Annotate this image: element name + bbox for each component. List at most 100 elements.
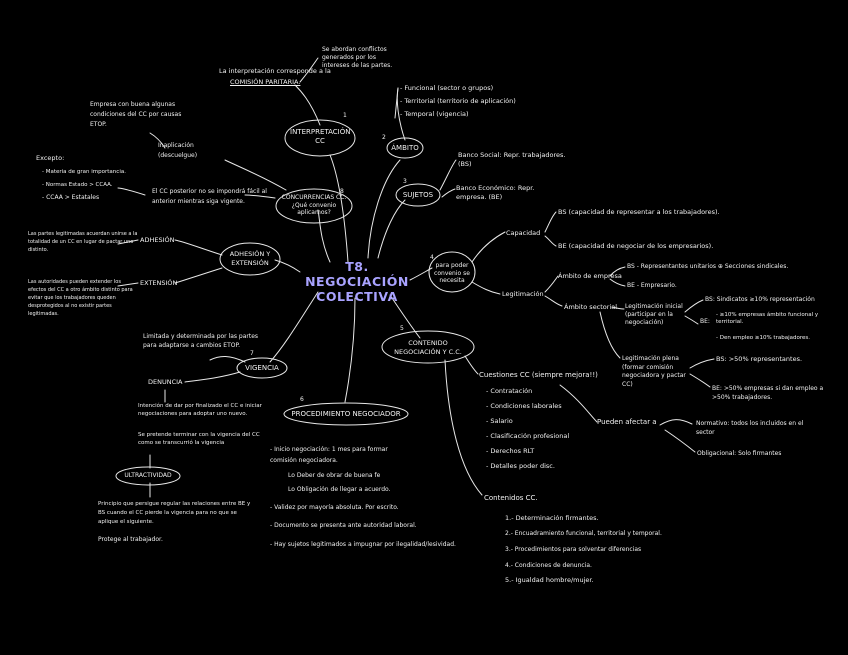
vig-intencion: Intención de dar por finalizado el CC e … <box>138 403 262 417</box>
interp-text: La interpretación corresponde a la <box>219 67 331 75</box>
conc-inaplicacion: Inaplicación (descuelgue) <box>158 142 198 159</box>
connector-inicial-be <box>684 315 699 325</box>
conc-posterior: El CC posterior no se impondrá fácil al … <box>152 188 267 205</box>
proc-inicio: - Inicio negociación: 1 mes para formar … <box>270 446 388 464</box>
connector-conc-posterior <box>244 194 276 199</box>
node-contenido: CONTENIDO NEGOCIACIÓN Y C.C. <box>394 339 462 356</box>
connector-cap-be <box>544 235 557 247</box>
node-outline-procedimiento <box>283 402 409 426</box>
proc-deber: Lo Deber de obrar de buena fe <box>288 472 381 479</box>
branch-number-3: 3 <box>403 178 407 185</box>
interp-underlined: COMISIÓN PARITARIA. <box>230 78 301 86</box>
branch-number-4: 4 <box>430 254 434 261</box>
extension-text: Las autoridades pueden extender los efec… <box>28 279 133 317</box>
branch-number-6: 6 <box>300 396 304 403</box>
node-outline-contenido <box>381 330 475 364</box>
connector-adhesion-text <box>117 239 139 245</box>
connector-cuestiones <box>464 355 479 375</box>
connector-interpretacion <box>329 154 349 263</box>
connector-interp-conflict <box>299 57 319 83</box>
connector-plena-bs <box>689 358 715 369</box>
leg-plena-be: BE: >50% empresas si dan empleo a >50% t… <box>712 385 824 401</box>
connector-procedimiento <box>344 297 356 403</box>
leg-inicial-be-label: BE: <box>700 318 710 325</box>
conc-excepto-2: - Normas Estado > CCAA. <box>42 182 113 188</box>
sujetos-banco-social: Banco Social: Repr. trabajadores. (BS) <box>458 151 566 168</box>
conc-excepto-3: - CCAA > Estatales <box>42 194 100 201</box>
connector-sujetos-be <box>441 188 456 198</box>
connector-cap-bs <box>544 211 557 233</box>
ambito-item-2: - Territorial (territorio de aplicación) <box>400 97 516 105</box>
contenidos-item-2: 2.- Encuadramiento funcional, territoria… <box>505 530 662 537</box>
branch-number-5: 5 <box>400 325 404 332</box>
connector-sujetos <box>377 199 406 259</box>
node-outline-ambito <box>386 137 424 159</box>
node-outline-ultractividad <box>115 466 181 486</box>
connector-inicial-bs <box>684 299 704 313</box>
leg-inicial-bs: BS: Sindicatos ≥10% representación <box>705 296 815 303</box>
node-outline-sujetos <box>395 183 441 207</box>
adhesion-text: Las partes legitimadas acuerdan unirse a… <box>28 231 138 253</box>
interp-conflicts: Se abordan conflictos generados por los … <box>322 46 393 69</box>
conc-empresa: Empresa con buena algunas condiciones de… <box>90 101 182 128</box>
branch-number-7: 7 <box>250 350 254 357</box>
connector-sect-inicial <box>611 306 625 310</box>
node-outline-concurrencias <box>275 188 353 224</box>
node-concurrencias: CONCURRENCIAS CC. ¿Qué convenio aplicamo… <box>281 194 347 216</box>
connector-emp-bs <box>609 266 626 277</box>
branch-number-2: 2 <box>382 134 386 141</box>
connector-extension-text <box>117 282 139 287</box>
contenidos-item-3: 3.- Procedimientos para solventar difere… <box>505 546 642 553</box>
node-interpretacion: INTERPRETACIÓN CC <box>290 128 351 145</box>
connector-interp-text <box>294 84 321 126</box>
connector-capacidad <box>471 231 506 263</box>
connector-ambito <box>367 159 401 259</box>
node-adhesion: ADHESIÓN Y EXTENSIÓN <box>229 250 271 267</box>
vig-denuncia: DENUNCIA <box>148 378 183 386</box>
connector-leg-sectorial <box>544 295 563 307</box>
capacidad-be: BE (capacidad de negociar de los empresa… <box>558 242 714 250</box>
connector-leg-empresa <box>544 275 559 293</box>
legitimacion-label: Legitimación <box>502 290 544 298</box>
connector-vig-denuncia <box>184 371 241 383</box>
leg-plena: Legitimación plena (formar comisión nego… <box>622 355 686 388</box>
connector-sujetos-bs <box>439 159 457 191</box>
contenidos-item-5: 5.- Igualdad hombre/mujer. <box>505 576 594 584</box>
connector-legitimacion <box>471 281 501 295</box>
leg-ambito-sectorial: Ámbito sectorial <box>564 303 618 311</box>
leg-emp-be: BE - Empresario. <box>627 282 677 289</box>
node-outline-poder <box>428 251 476 293</box>
connector-afectar-in <box>559 384 598 423</box>
connector-poder <box>409 267 433 281</box>
node-outline-adhesion <box>219 242 281 276</box>
capacidad-label: Capacidad <box>506 229 541 237</box>
node-ambito: ÁMBITO <box>391 144 419 152</box>
connector-contenido <box>389 294 421 339</box>
central-title: T8. NEGOCIACIÓN COLECTIVA <box>305 259 409 304</box>
branch-number-8: 8 <box>340 188 344 195</box>
node-outline-interpretacion <box>284 119 356 157</box>
proc-sujetos: - Hay sujetos legitimados a impugnar por… <box>270 541 456 548</box>
afectar-obligacional: Obligacional: Solo firmantes <box>697 450 782 457</box>
ambito-item-3: - Temporal (vigencia) <box>400 110 469 118</box>
node-sujetos: SUJETOS <box>402 191 434 199</box>
adhesion-label: ADHESIÓN <box>140 236 175 244</box>
leg-emp-bs: BS - Representantes unitarios ⊕ Seccione… <box>627 263 789 270</box>
connector-inap-empresa <box>149 132 166 149</box>
vig-pretende: Se pretende terminar con la vigencia del… <box>138 432 260 446</box>
node-poder: para poder convenio se necesita <box>434 262 470 284</box>
proc-validez: - Validez por mayoría absoluta. Por escr… <box>270 504 399 511</box>
connector-emp-be <box>609 278 626 287</box>
ambito-item-1: - Funcional (sector o grupos) <box>400 84 494 92</box>
branch-number-1: 1 <box>343 112 347 119</box>
conc-excepto: Excepto: <box>36 154 65 162</box>
connector-conc-inaplicacion <box>224 159 287 191</box>
connector-sect-plena <box>599 311 621 359</box>
proc-obligacion: Lo Obligación de llegar a acuerdo. <box>288 486 391 493</box>
cuestiones-item-6: - Detalles poder disc. <box>486 462 555 470</box>
connector-obligacional <box>664 429 696 453</box>
cuestiones-item-3: - Salario <box>486 417 513 425</box>
connector-adhesion <box>274 259 301 273</box>
